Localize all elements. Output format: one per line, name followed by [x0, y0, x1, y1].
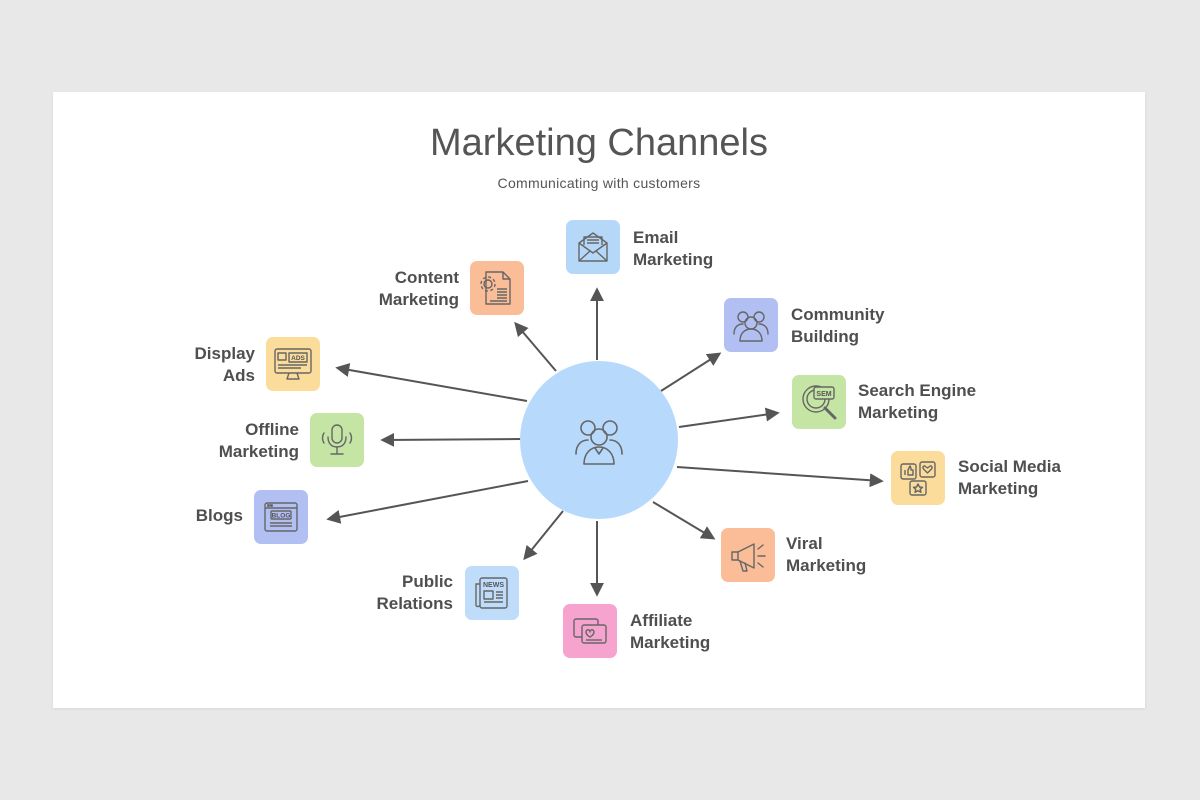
blog-icon: BLOG — [264, 502, 298, 532]
display-ads-tile[interactable]: ADS — [266, 337, 320, 391]
offline-tile[interactable] — [310, 413, 364, 467]
team-icon — [575, 420, 623, 465]
affiliate-tile[interactable] — [563, 604, 617, 658]
content-marketing-tile[interactable] — [470, 261, 524, 315]
viral-tile[interactable] — [721, 528, 775, 582]
hub-circle — [520, 361, 678, 519]
arrow-blogs — [326, 480, 529, 524]
megaphone-icon — [731, 543, 766, 572]
page-title: Marketing Channels — [430, 122, 768, 164]
blogs-tile[interactable]: BLOG — [254, 490, 308, 544]
social-media-tile[interactable] — [891, 451, 945, 505]
arrow-sem — [678, 407, 780, 428]
email-icon — [578, 232, 608, 262]
arrow-social — [676, 466, 884, 488]
community-tile[interactable] — [724, 298, 778, 352]
content-document-icon — [480, 271, 511, 305]
newspaper-icon: NEWS — [475, 577, 508, 609]
slide: Marketing Channels Communicating with cu… — [53, 92, 1145, 708]
arrow-viral — [652, 501, 716, 540]
community-icon — [733, 311, 769, 342]
display-ads-icon: ADS — [274, 348, 312, 380]
svg-text:NEWS: NEWS — [483, 582, 504, 589]
page-subtitle: Communicating with customers — [497, 175, 701, 191]
public-relations-tile[interactable]: NEWS — [465, 566, 519, 620]
arrow-community — [660, 352, 722, 392]
social-media-icon — [900, 461, 936, 496]
arrow-content — [514, 321, 557, 372]
arrow-display — [335, 363, 528, 402]
svg-text:BLOG: BLOG — [272, 513, 291, 520]
label-blogs: Blogs — [195, 506, 243, 525]
svg-text:ADS: ADS — [291, 355, 305, 362]
connector-layer — [326, 287, 884, 597]
affiliate-icon — [573, 618, 607, 644]
svg-text:SEM: SEM — [816, 391, 831, 398]
microphone-icon — [321, 424, 353, 455]
sem-icon: SEM — [802, 385, 837, 420]
email-tile[interactable] — [566, 220, 620, 274]
arrow-pr — [523, 510, 564, 561]
arrow-offline — [380, 432, 522, 447]
sem-tile[interactable]: SEM — [792, 375, 846, 429]
